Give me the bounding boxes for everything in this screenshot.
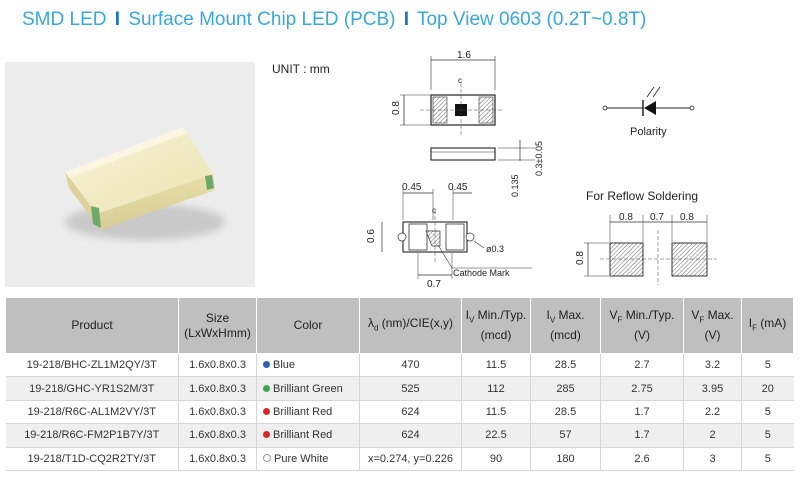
cell-product: 19-218/BHC-ZL1M2QY/3T bbox=[5, 353, 179, 378]
polarity-symbol: Polarity bbox=[602, 86, 695, 138]
dim-pad-right: 0.45 bbox=[448, 182, 468, 193]
spec-table: Product Size(LxWxHmm) Color λd (nm)/CIE(… bbox=[5, 297, 794, 471]
polarity-label: Polarity bbox=[630, 126, 667, 138]
header-size: Size(LxWxHmm) bbox=[178, 297, 257, 354]
cell-size: 1.6x0.8x0.3 bbox=[178, 353, 257, 378]
cell-wavelength: x=0.274, y=0.226 bbox=[359, 447, 462, 471]
bottom-view-drawing: 0.45 0.45 c ø0.3 0.6 0.7 Cathode Mark bbox=[366, 182, 532, 290]
cell-iv-max: 28.5 bbox=[530, 353, 601, 378]
cell-wavelength: 624 bbox=[359, 423, 462, 448]
title-separator: I bbox=[114, 9, 121, 30]
table-row: 19-218/R6C-FM2P1B7Y/3T 1.6x0.8x0.3 Brill… bbox=[5, 423, 794, 448]
dim-side-offset: 0.135 bbox=[510, 174, 520, 197]
cell-vf-typ: 1.7 bbox=[600, 400, 684, 425]
cell-size: 1.6x0.8x0.3 bbox=[178, 423, 257, 448]
dim-pad-left: 0.45 bbox=[402, 182, 422, 193]
cell-vf-typ: 2.75 bbox=[600, 376, 684, 401]
cell-vf-typ: 2.7 bbox=[600, 353, 684, 378]
cell-if: 5 bbox=[741, 423, 794, 448]
cell-iv-typ: 90 bbox=[461, 447, 531, 471]
dim-side-height: 0.3±0.05 bbox=[534, 141, 544, 176]
cell-product: 19-218/GHC-YR1S2M/3T bbox=[5, 376, 179, 401]
color-dot bbox=[263, 407, 270, 415]
dim-bottom-height: 0.6 bbox=[366, 229, 377, 243]
cell-color: Brilliant Green bbox=[256, 376, 360, 401]
cell-vf-max: 2 bbox=[683, 423, 742, 448]
cell-size: 1.6x0.8x0.3 bbox=[178, 400, 257, 425]
reflow-footprint: For Reflow Soldering 0.8 0.7 0.8 0.8 bbox=[575, 189, 717, 285]
unit-label: UNIT : mm bbox=[272, 62, 330, 76]
reflow-height: 0.8 bbox=[575, 251, 586, 265]
cell-product: 19-218/R6C-AL1M2VY/3T bbox=[5, 400, 179, 425]
cell-iv-typ: 11.5 bbox=[461, 353, 531, 378]
cell-if: 5 bbox=[741, 447, 794, 471]
header-color: Color bbox=[256, 297, 360, 354]
cell-vf-max: 3 bbox=[683, 447, 742, 471]
table-header-row: Product Size(LxWxHmm) Color λd (nm)/CIE(… bbox=[5, 297, 794, 354]
cell-iv-max: 28.5 bbox=[530, 400, 601, 425]
reflow-width-left: 0.8 bbox=[619, 212, 633, 223]
cell-vf-typ: 1.7 bbox=[600, 423, 684, 448]
table-row: 19-218/R6C-AL1M2VY/3T 1.6x0.8x0.3 Brilli… bbox=[5, 400, 794, 425]
table-row: 19-218/BHC-ZL1M2QY/3T 1.6x0.8x0.3 Blue 4… bbox=[5, 353, 794, 378]
title-separator: I bbox=[403, 9, 410, 30]
cell-color: Blue bbox=[256, 353, 360, 378]
center-mark: c bbox=[458, 76, 462, 85]
dim-hole: ø0.3 bbox=[486, 244, 504, 254]
cell-color: Brilliant Red bbox=[256, 400, 360, 425]
page-title: SMD LED I Surface Mount Chip LED (PCB) I… bbox=[22, 9, 646, 31]
reflow-width-right: 0.8 bbox=[680, 212, 694, 223]
cell-vf-max: 2.2 bbox=[683, 400, 742, 425]
cell-color: Pure White bbox=[256, 447, 360, 471]
title-part-topview: Top View 0603 (0.2T~0.8T) bbox=[416, 9, 647, 30]
cell-iv-max: 285 bbox=[530, 376, 601, 401]
dim-top-width: 1.6 bbox=[457, 50, 471, 61]
cell-iv-typ: 11.5 bbox=[461, 400, 531, 425]
cell-vf-max: 3.95 bbox=[683, 376, 742, 401]
cell-iv-typ: 22.5 bbox=[461, 423, 531, 448]
cell-if: 5 bbox=[741, 400, 794, 425]
header-vf-max: VF Max.(V) bbox=[683, 297, 742, 354]
cell-iv-typ: 112 bbox=[461, 376, 531, 401]
header-vf-min-typ: VF Min./Typ.(V) bbox=[600, 297, 684, 354]
cell-iv-max: 57 bbox=[530, 423, 601, 448]
table-row: 19-218/GHC-YR1S2M/3T 1.6x0.8x0.3 Brillia… bbox=[5, 376, 794, 401]
cell-size: 1.6x0.8x0.3 bbox=[178, 447, 257, 471]
header-if: IF (mA) bbox=[741, 297, 794, 354]
cell-color: Brilliant Red bbox=[256, 423, 360, 448]
cell-wavelength: 470 bbox=[359, 353, 462, 378]
dimension-drawings: 1.6 c 0.8 0.3±0.05 0.135 0.45 0.45 bbox=[366, 50, 717, 290]
dim-top-height: 0.8 bbox=[391, 101, 402, 115]
title-part-smd: SMD LED bbox=[22, 9, 107, 30]
cell-if: 20 bbox=[741, 376, 794, 401]
color-dot bbox=[263, 384, 270, 392]
cathode-mark-label: Cathode Mark bbox=[453, 268, 510, 278]
cell-if: 5 bbox=[741, 353, 794, 378]
table-row: 19-218/T1D-CQ2R2TY/3T 1.6x0.8x0.3 Pure W… bbox=[5, 447, 794, 471]
dim-bottom-width: 0.7 bbox=[427, 279, 441, 290]
side-view-drawing: 0.3±0.05 0.135 bbox=[430, 140, 544, 197]
header-product: Product bbox=[5, 297, 179, 354]
cell-product: 19-218/T1D-CQ2R2TY/3T bbox=[5, 447, 179, 471]
cell-product: 19-218/R6C-FM2P1B7Y/3T bbox=[5, 423, 179, 448]
color-dot bbox=[263, 361, 270, 369]
cell-vf-typ: 2.6 bbox=[600, 447, 684, 471]
color-dot bbox=[263, 431, 270, 439]
title-part-surface: Surface Mount Chip LED (PCB) bbox=[128, 9, 396, 30]
cell-wavelength: 525 bbox=[359, 376, 462, 401]
cell-vf-max: 3.2 bbox=[683, 353, 742, 378]
reflow-title: For Reflow Soldering bbox=[586, 189, 698, 203]
color-dot bbox=[263, 453, 271, 462]
header-iv-min-typ: IV Min./Typ.(mcd) bbox=[461, 297, 531, 354]
top-view-drawing: 1.6 c 0.8 bbox=[391, 50, 502, 135]
reflow-gap: 0.7 bbox=[650, 212, 664, 223]
led-chip-image bbox=[65, 127, 225, 240]
center-mark-bottom: c bbox=[432, 206, 436, 215]
led-product-photo bbox=[5, 62, 255, 287]
header-wavelength: λd (nm)/CIE(x,y) bbox=[359, 297, 462, 354]
cell-iv-max: 180 bbox=[530, 447, 601, 471]
header-iv-max: IV Max.(mcd) bbox=[530, 297, 601, 354]
cell-size: 1.6x0.8x0.3 bbox=[178, 376, 257, 401]
cell-wavelength: 624 bbox=[359, 400, 462, 425]
